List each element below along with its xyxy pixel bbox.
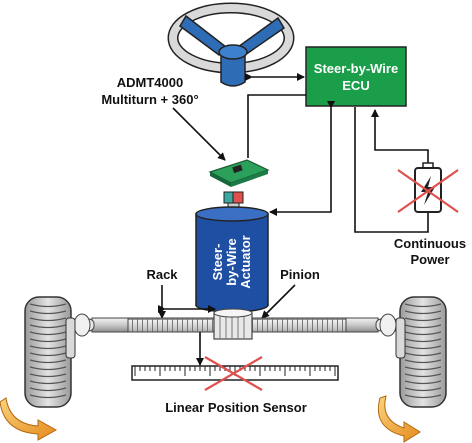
right-rotation-arrow-icon (378, 395, 421, 443)
power-label-line2: Power (410, 252, 449, 267)
steering-wheel-icon (167, 2, 295, 87)
admt4000-chip-icon (208, 159, 270, 187)
sensor-callout-arrow (172, 107, 226, 161)
rack-label: Rack (146, 267, 178, 282)
power-ecu-arrow (371, 109, 429, 165)
battery-icon (397, 162, 459, 213)
ecu-block: Steer-by-Wire ECU (305, 46, 407, 107)
ecu-label-line1: Steer-by-Wire (314, 61, 398, 76)
actuator-label-line3: Actuator (238, 235, 253, 288)
pinion-gear-icon (213, 308, 253, 340)
ecu-actuator-arrow (269, 101, 335, 216)
right-tire-icon (395, 296, 447, 408)
left-rotation-arrow-icon (0, 397, 58, 441)
pinion-label: Pinion (280, 267, 320, 282)
linear-sensor-label: Linear Position Sensor (165, 400, 307, 415)
ecu-label-line2: ECU (342, 78, 369, 93)
left-tire-icon (24, 296, 76, 408)
linear-position-sensor-scale (131, 356, 339, 391)
sensor-label-line1: ADMT4000 (117, 75, 183, 90)
power-actuator-line (354, 107, 429, 233)
pinion-callout-arrow (261, 284, 296, 319)
actuator-label-line2: by-Wire (224, 238, 239, 286)
ecu-sensor-connector (247, 94, 306, 158)
sensor-label-line2: Multiturn + 360° (101, 92, 198, 107)
power-label-line1: Continuous (394, 236, 466, 251)
actuator-cylinder: Steer- by-Wire Actuator (195, 206, 269, 313)
actuator-label-line1: Steer- (210, 244, 225, 281)
